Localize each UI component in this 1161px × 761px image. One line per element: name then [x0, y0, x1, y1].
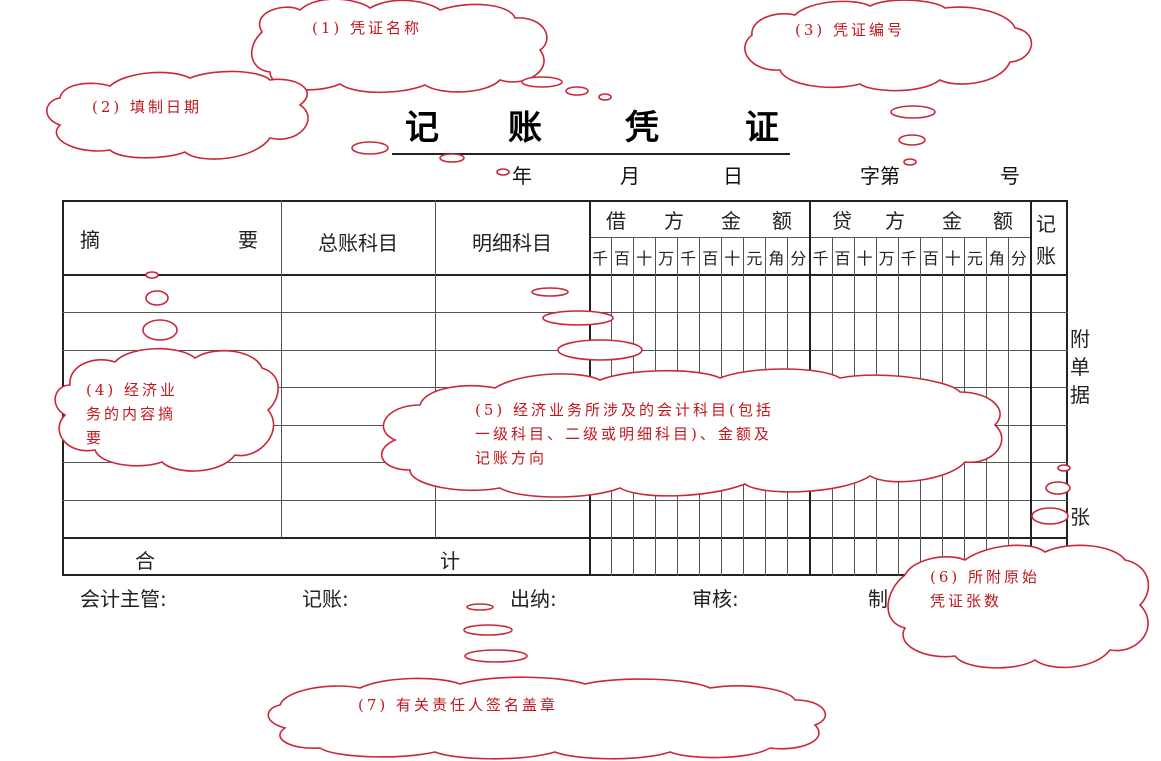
- signature-preparer: 制: [868, 587, 888, 611]
- digit-col-line: [831, 237, 833, 576]
- annotation-5-text: (5) 经济业务所涉及的会计科目(包括 一级科目、二级或明细科目)、金额及 记账…: [475, 401, 774, 467]
- title-char: 账: [508, 108, 542, 148]
- debit-unit-label: 十: [636, 249, 653, 268]
- total-left: 合: [135, 549, 155, 573]
- signature-cashier: 出纳:: [510, 587, 557, 611]
- header-debit-char: 方: [664, 209, 684, 233]
- annotation-1-text: (1) 凭证名称: [312, 19, 423, 37]
- date-year-label: 年: [512, 164, 532, 188]
- debit-unit-label: 百: [614, 249, 631, 268]
- digit-col-line: [985, 237, 987, 576]
- digit-col-line: [787, 237, 789, 576]
- cloud-7-shape: [267, 676, 827, 760]
- signature-reviewer: 审核:: [692, 587, 739, 611]
- digit-col-line: [919, 237, 921, 576]
- credit-unit-label: 百: [922, 249, 939, 268]
- annotation-7-text: (7) 有关责任人签名盖章: [358, 696, 559, 714]
- header-detail-account: 明细科目: [472, 231, 552, 255]
- header-credit-char: 方: [885, 209, 905, 233]
- voucher-number-suffix: 号: [1000, 164, 1020, 188]
- row-line: [62, 500, 1068, 501]
- digit-col-line: [1007, 237, 1009, 576]
- annotation-3-text: (3) 凭证编号: [795, 21, 906, 39]
- date-day-label: 日: [723, 164, 743, 188]
- posted-col-line: [1030, 200, 1032, 576]
- credit-unit-label: 万: [878, 249, 895, 268]
- col-line: [281, 200, 282, 538]
- digit-col-line: [853, 237, 855, 576]
- voucher-number-prefix: 字第: [860, 164, 900, 188]
- row-line: [62, 387, 1068, 388]
- debit-unit-label: 千: [680, 249, 697, 268]
- cloud-3-shape: [744, 0, 1033, 92]
- digit-col-line: [897, 237, 899, 576]
- credit-unit-label: 元: [966, 249, 983, 268]
- header-debit-char: 额: [772, 209, 792, 233]
- signature-bookkeeper: 记账:: [302, 587, 349, 611]
- row-line: [62, 350, 1068, 351]
- debit-unit-label: 角: [768, 249, 785, 268]
- title-char: 证: [745, 108, 779, 148]
- title-char: 记: [405, 108, 439, 148]
- debit-unit-label: 百: [702, 249, 719, 268]
- attachment-label: 附 单 据: [1070, 327, 1090, 407]
- credit-unit-label: 十: [944, 249, 961, 268]
- header-summary-left: 摘: [80, 228, 100, 252]
- signature-accounting-supervisor: 会计主管:: [80, 587, 167, 611]
- header-credit-char: 额: [993, 209, 1013, 233]
- header-debit-char: 金: [721, 209, 741, 233]
- credit-unit-label: 分: [1010, 249, 1027, 268]
- annotation-2-text: (2) 填制日期: [92, 98, 203, 116]
- credit-unit-label: 百: [834, 249, 851, 268]
- header-credit-char: 金: [942, 209, 962, 233]
- debit-unit-label: 千: [591, 249, 608, 268]
- header-debit-char: 借: [606, 209, 626, 233]
- attachment-unit: 张: [1070, 505, 1090, 529]
- total-row-line: [62, 537, 1068, 539]
- debit-unit-label: 分: [790, 249, 807, 268]
- credit-unit-label: 十: [856, 249, 873, 268]
- header-credit-char: 贷: [832, 209, 852, 233]
- total-right: 计: [440, 549, 460, 573]
- debit-unit-label: 元: [746, 249, 763, 268]
- header-general-ledger: 总账科目: [318, 231, 398, 255]
- digit-col-line: [941, 237, 943, 576]
- header-summary-right: 要: [238, 228, 258, 252]
- credit-unit-label: 千: [900, 249, 917, 268]
- debit-unit-label: 万: [658, 249, 675, 268]
- credit-unit-label: 角: [988, 249, 1005, 268]
- cloud-1-shape: [250, 0, 548, 94]
- credit-unit-label: 千: [812, 249, 829, 268]
- header-posted-bottom: 账: [1036, 244, 1056, 268]
- debit-unit-label: 十: [724, 249, 741, 268]
- annotation-4-text: (4) 经济业 务的内容摘 要: [86, 381, 179, 447]
- header-posted-top: 记: [1036, 212, 1056, 236]
- digit-col-line: [963, 237, 965, 576]
- digit-col-line: [875, 237, 877, 576]
- title-underline: [392, 153, 790, 155]
- annotation-6-text: (6) 所附原始 凭证张数: [930, 568, 1041, 610]
- date-month-label: 月: [620, 164, 640, 188]
- row-line: [62, 312, 1068, 313]
- header-bottom-line: [62, 274, 1068, 276]
- title-char: 凭: [625, 108, 659, 148]
